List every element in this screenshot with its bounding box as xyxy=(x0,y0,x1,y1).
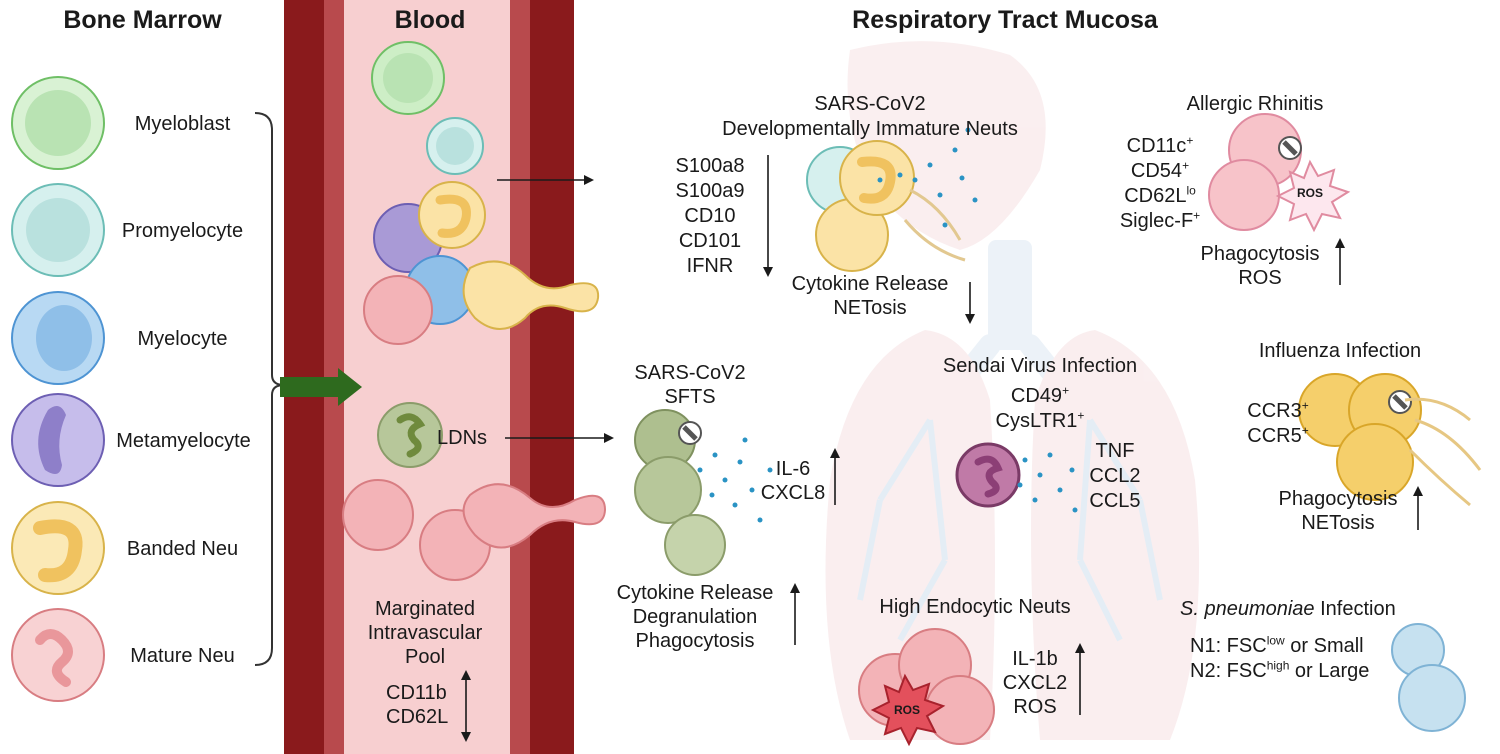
sendai-marker-cysltr1: CysLTR1+ xyxy=(995,408,1085,432)
blood-mature-1 xyxy=(363,275,433,345)
blood-header: Blood xyxy=(394,6,466,34)
allergic-ros-burst xyxy=(1275,159,1351,233)
endocytic-cluster xyxy=(858,628,995,747)
endocytic-ros-label: ROS xyxy=(894,703,921,717)
sars-sfts-cytokine: CXCL8 xyxy=(760,482,826,504)
sendai-cytokine: CCL2 xyxy=(1089,465,1141,487)
endocytic-ros-burst xyxy=(870,673,946,747)
sars-immature-marker: IFNR xyxy=(686,255,734,277)
sars-sfts-cluster xyxy=(634,409,773,576)
blood-banded-migrating xyxy=(462,260,600,330)
allergic-marker-siglecf: Siglec-F+ xyxy=(1119,208,1201,232)
sendai-title: Sendai Virus Infection xyxy=(942,355,1138,377)
allergic-marker-cd54: CD54+ xyxy=(1130,158,1190,182)
myelocyte-cell xyxy=(11,291,105,385)
endocytic-cytokine: CXCL2 xyxy=(1002,672,1068,694)
allergic-cluster xyxy=(1208,113,1351,233)
allergic-function: ROS xyxy=(1238,267,1282,289)
stage-label-myelocyte: Myelocyte xyxy=(137,328,228,350)
allergic-marker-cd62l: CD62Llo xyxy=(1124,183,1196,207)
blood-marker-cd11b: CD11b xyxy=(386,682,447,704)
influenza-marker-ccr5: CCR5+ xyxy=(1247,423,1309,447)
sars-immature-marker: S100a8 xyxy=(675,155,745,177)
pneumoniae-n1: N1: FSClow or Small xyxy=(1190,633,1364,657)
blood-mature-migrating xyxy=(462,483,607,549)
sars-immature-cluster xyxy=(806,127,978,272)
banded-neu-cell xyxy=(11,501,105,595)
pool-label-line-1: Marginated xyxy=(374,598,476,620)
sars-sfts-function: Phagocytosis xyxy=(635,630,755,652)
sars-immature-marker: CD101 xyxy=(678,230,742,252)
influenza-function: NETosis xyxy=(1301,512,1375,534)
sendai-marker-cd49: CD49+ xyxy=(1010,383,1070,407)
bone-marrow-header: Bone Marrow xyxy=(63,6,222,34)
sars-immature-marker: CD10 xyxy=(684,205,736,227)
sars-sfts-function: Cytokine Release xyxy=(616,582,774,604)
promyelocyte-cell xyxy=(11,183,105,277)
pneumoniae-cells xyxy=(1391,623,1466,732)
allergic-ros-label: ROS xyxy=(1297,186,1324,200)
endocytic-title: High Endocytic Neuts xyxy=(879,596,1071,618)
endocytic-cytokine: ROS xyxy=(1013,696,1057,718)
sendai-cytokine: CCL5 xyxy=(1089,490,1141,512)
mature-neu-cell xyxy=(11,608,105,702)
influenza-cluster xyxy=(1298,373,1482,507)
pool-label-line-3: Pool xyxy=(404,646,446,668)
blood-marker-cd62l: CD62L xyxy=(386,706,449,728)
endocytic-cytokine: IL-1b xyxy=(1012,648,1058,670)
sars-immature-function: NETosis xyxy=(833,297,907,319)
pneumoniae-title: S. pneumoniae Infection xyxy=(1180,598,1396,620)
ldns-label: LDNs xyxy=(437,427,488,449)
metamyelocyte-cell xyxy=(11,393,105,487)
bone-marrow-exit-arrow xyxy=(280,368,362,406)
blood-banded xyxy=(418,181,486,249)
mucosa-header: Respiratory Tract Mucosa xyxy=(852,6,1158,34)
maturation-bracket xyxy=(254,112,285,666)
stage-label-promyelocyte: Promyelocyte xyxy=(121,220,244,242)
stage-label-myeloblast: Myeloblast xyxy=(134,113,231,135)
sars-sfts-cytokine: IL-6 xyxy=(775,458,811,480)
influenza-function: Phagocytosis xyxy=(1278,488,1398,510)
sars-immature-marker: S100a9 xyxy=(675,180,745,202)
sars-sfts-title-1: SARS-CoV2 xyxy=(634,362,746,384)
sars-immature-title-1: SARS-CoV2 xyxy=(814,93,926,115)
sars-immature-function: Cytokine Release xyxy=(791,273,949,295)
sendai-cytokine: TNF xyxy=(1095,440,1135,462)
allergic-function: Phagocytosis xyxy=(1200,243,1320,265)
blood-ldn xyxy=(377,402,443,468)
sars-sfts-function: Degranulation xyxy=(632,606,758,628)
sars-immature-title-2: Developmentally Immature Neuts xyxy=(722,118,1018,140)
stage-label-mature-neu: Mature Neu xyxy=(130,645,235,667)
stage-label-banded-neu: Banded Neu xyxy=(126,538,239,560)
pool-label-line-2: Intravascular xyxy=(367,622,483,644)
stage-label-metamyelocyte: Metamyelocyte xyxy=(116,430,251,452)
sars-sfts-title-2: SFTS xyxy=(664,386,716,408)
allergic-marker-cd11c: CD11c+ xyxy=(1126,133,1194,157)
allergic-title: Allergic Rhinitis xyxy=(1186,93,1324,115)
influenza-marker-ccr3: CCR3+ xyxy=(1247,398,1309,422)
pneumoniae-n2: N2: FSChigh or Large xyxy=(1190,658,1370,682)
myeloblast-cell xyxy=(11,76,105,170)
influenza-title: Influenza Infection xyxy=(1258,340,1422,362)
blood-mature-2 xyxy=(342,479,414,551)
sendai-cell xyxy=(955,442,1078,513)
